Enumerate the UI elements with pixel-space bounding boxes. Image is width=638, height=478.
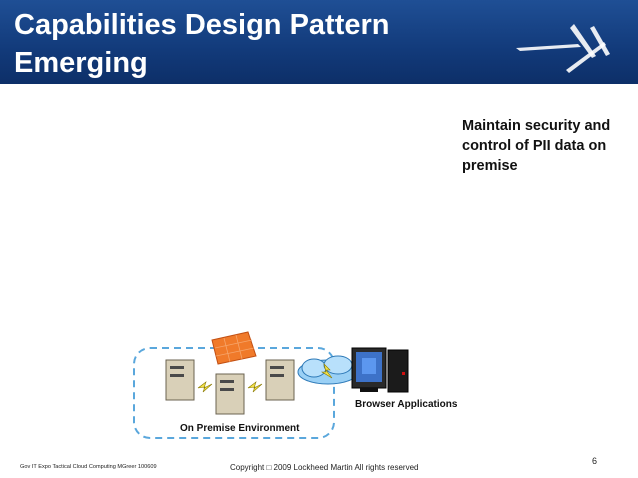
server-icon-left bbox=[165, 359, 195, 401]
lockheed-star-logo-icon bbox=[516, 24, 610, 73]
page-number: 6 bbox=[592, 456, 598, 466]
browser-computer-icon bbox=[351, 347, 409, 393]
bullet-text: Maintain security and control of PII dat… bbox=[462, 118, 611, 174]
footer-copyright: Copyright □ 2009 Lockheed Martin All rig… bbox=[230, 463, 419, 472]
title-line-1: Capabilities Design Pattern bbox=[14, 9, 390, 41]
lightning-icon-left bbox=[197, 381, 213, 393]
browser-applications-label: Browser Applications bbox=[355, 399, 458, 410]
title-banner bbox=[0, 0, 638, 84]
lightning-icon-right bbox=[247, 381, 263, 393]
slide-title: Capabilities Design Pattern Emerging bbox=[14, 6, 454, 82]
server-icon-right bbox=[265, 359, 295, 401]
lightning-icon-cloud bbox=[320, 363, 333, 379]
on-premise-diagram bbox=[133, 331, 409, 439]
footer-presentation-info: Gov IT Expo Tactical Cloud Computing MGr… bbox=[20, 464, 157, 470]
server-icon-middle bbox=[215, 373, 245, 415]
cloud-icon bbox=[297, 355, 359, 385]
on-premise-environment-label: On Premise Environment bbox=[180, 423, 300, 434]
firewall-icon bbox=[211, 331, 257, 365]
title-line-2: Emerging bbox=[14, 47, 148, 79]
